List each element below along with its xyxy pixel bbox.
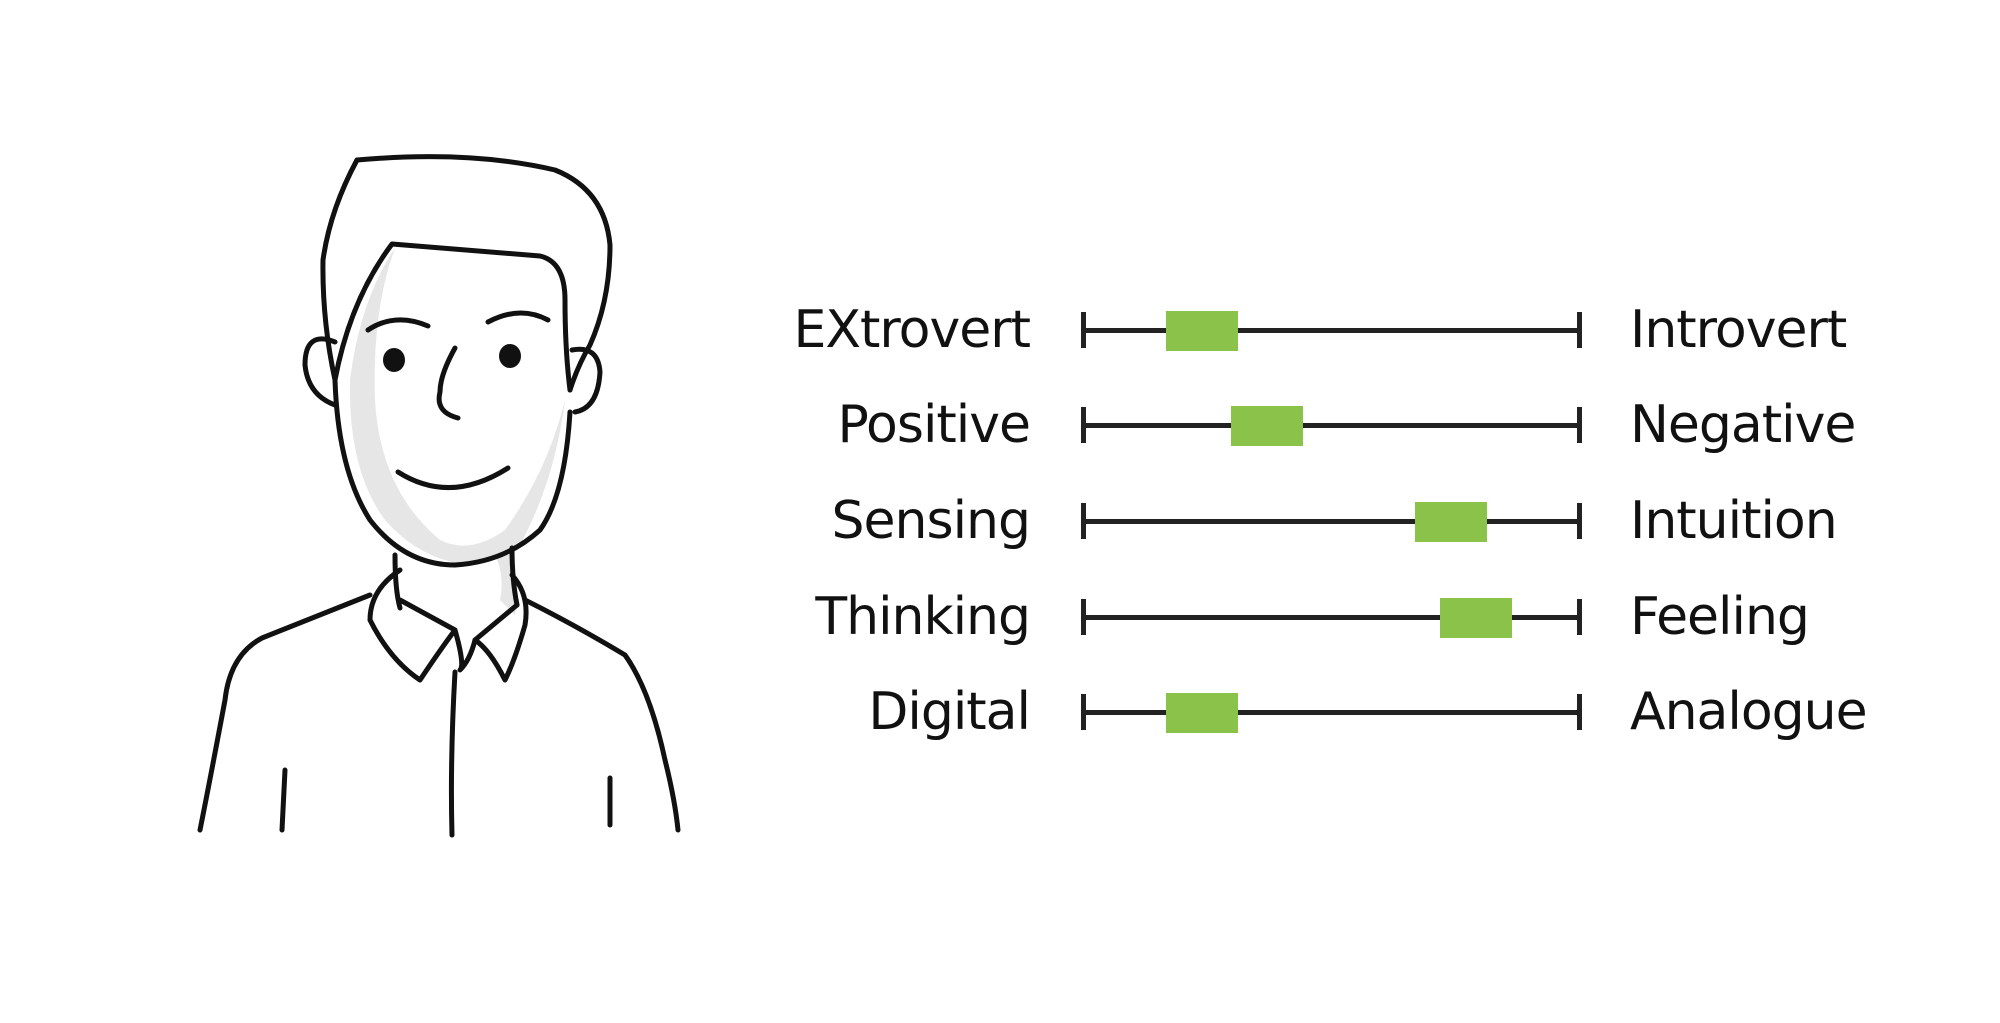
trait-scale [1081,481,1582,561]
scale-marker [1166,693,1239,733]
trait-right-label: Analogue [1630,682,1868,742]
trait-left-label: Digital [868,682,1031,742]
trait-right-label: Feeling [1630,587,1810,647]
trait-scale [1081,672,1582,752]
scale-line [1083,710,1580,715]
trait-scale [1081,577,1582,657]
trait-left-label: Sensing [831,491,1031,551]
scale-marker [1230,406,1303,446]
scale-tick-right [1577,407,1582,443]
trait-row: Sensing Intuition [0,481,2000,561]
scale-marker [1414,502,1487,542]
scale-tick-right [1577,599,1582,635]
scale-tick-right [1577,312,1582,348]
trait-row: Digital Analogue [0,672,2000,752]
scale-tick-left [1081,694,1086,730]
scale-line [1083,519,1580,524]
scale-tick-right [1577,503,1582,539]
trait-left-label: Positive [837,395,1031,455]
trait-right-label: Negative [1630,395,1856,455]
trait-scale [1081,290,1582,370]
trait-scale [1081,385,1582,465]
trait-left-label: Thinking [815,587,1031,647]
scale-line [1083,615,1580,620]
scale-tick-left [1081,503,1086,539]
scale-tick-left [1081,407,1086,443]
trait-left-label: EXtrovert [793,300,1031,360]
trait-right-label: Intuition [1630,491,1838,551]
scale-tick-left [1081,599,1086,635]
trait-row: EXtrovert Introvert [0,290,2000,370]
scale-line [1083,328,1580,333]
scale-tick-right [1577,694,1582,730]
scale-marker [1166,311,1239,351]
scale-line [1083,423,1580,428]
trait-row: Thinking Feeling [0,577,2000,657]
trait-row: Positive Negative [0,385,2000,465]
trait-right-label: Introvert [1630,300,1847,360]
scale-marker [1439,598,1512,638]
scale-tick-left [1081,312,1086,348]
